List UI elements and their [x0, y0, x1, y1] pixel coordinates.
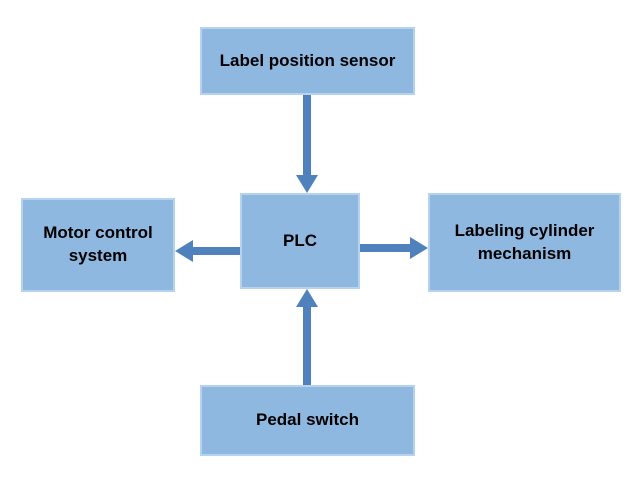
arrow-right-icon [410, 237, 428, 259]
node-label: PLC [283, 230, 317, 250]
node-label: Labeling cylinder mechanism [454, 220, 595, 263]
node-label: Pedal switch [256, 410, 359, 430]
arrow-plc-to-motor-shaft [193, 247, 240, 255]
node-pedal-switch: Pedal switch [200, 385, 415, 456]
arrow-plc-to-cylinder-shaft [360, 244, 410, 252]
arrow-left-icon [175, 240, 193, 262]
node-label-position-sensor: Label position sensor [200, 27, 415, 95]
node-labeling-cylinder-mechanism: Labeling cylinder mechanism [428, 193, 621, 292]
arrow-up-icon [296, 289, 318, 307]
node-label: Label position sensor [219, 50, 396, 70]
node-motor-control-system: Motor control system [21, 198, 175, 292]
node-plc: PLC [240, 193, 360, 289]
arrow-down-icon [296, 175, 318, 193]
node-label: Motor control system [43, 223, 153, 265]
arrow-pedal-to-plc-shaft [303, 307, 311, 385]
arrow-sensor-to-plc-shaft [303, 95, 311, 175]
